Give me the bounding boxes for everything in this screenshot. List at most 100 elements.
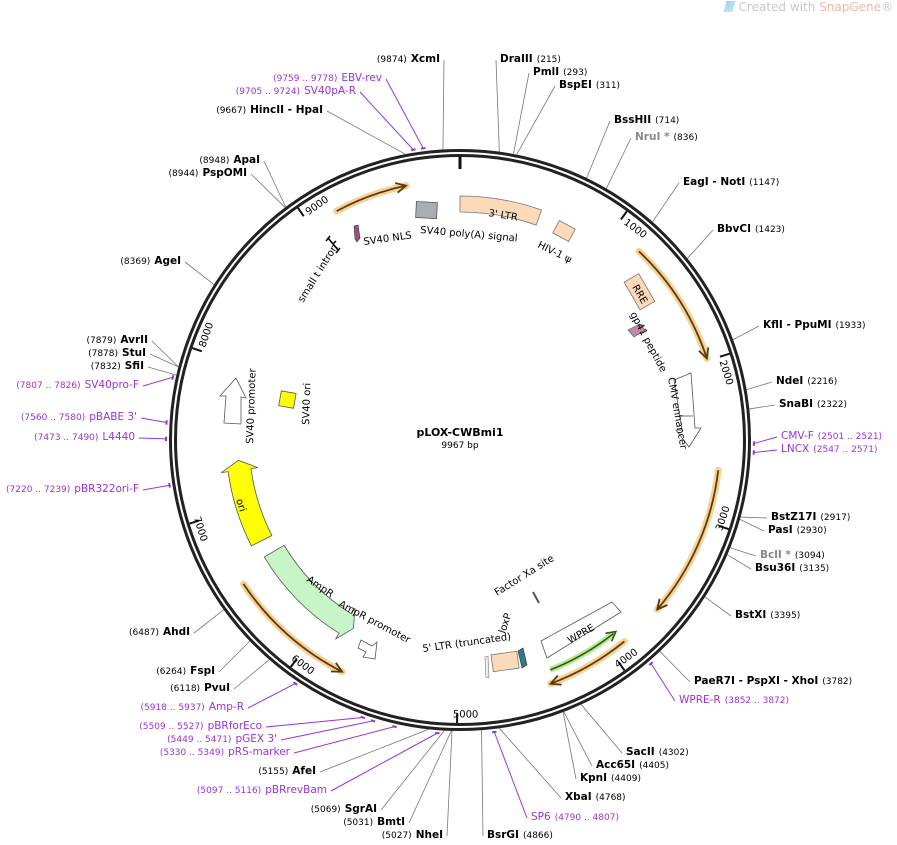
site-label-nrui[interactable]: NruI *(836) [635, 131, 702, 145]
label-position: (311) [595, 81, 621, 91]
label-position: (4790 .. 4807) [554, 813, 619, 823]
leader-line [493, 731, 528, 819]
site-label-afei[interactable]: (5155)AfeI [254, 765, 316, 779]
tick-mark [719, 352, 730, 358]
site-label-bsrgi[interactable]: BsrGI(4866) [487, 829, 557, 843]
site-label-pasi[interactable]: PasI(2930) [768, 524, 831, 538]
leader-line [184, 261, 215, 285]
feature-small-t-intron[interactable]: small t intron [296, 235, 341, 305]
label-name: PspOMI [202, 167, 247, 179]
feature-sv40-promoter[interactable]: SV40 promoter [219, 367, 259, 444]
leader-line [193, 609, 224, 634]
label-name: HincII - HpaI [250, 104, 323, 116]
feature-rre[interactable]: RRE [623, 273, 656, 311]
site-label-ahdi[interactable]: (6487)AhdI [125, 626, 190, 640]
primer-label-sp6[interactable]: SP6(4790 .. 4807) [531, 811, 623, 825]
site-label-acc65i[interactable]: Acc65I(4405) [596, 759, 673, 773]
plasmid-name: pLOX-CWBmi1 [416, 426, 504, 439]
site-label-bbvci[interactable]: BbvCI(1423) [717, 223, 789, 237]
primer-binding-mark [648, 661, 654, 666]
primer-label-wprer[interactable]: WPRE-R(3852 .. 3872) [679, 694, 793, 708]
tick-label: 9000 [304, 194, 331, 218]
label-name: pBABE 3' [89, 411, 137, 423]
site-label-sfii[interactable]: (7832)SfiI [87, 360, 144, 374]
label-name: AvrII [120, 334, 148, 346]
site-label-bsshii[interactable]: BssHII(714) [614, 114, 683, 128]
site-label-bspei[interactable]: BspEI(311) [559, 79, 624, 93]
primer-label-pbrrevbam[interactable]: (5097 .. 5116)pBRrevBam [193, 784, 327, 798]
site-label-bstxi[interactable]: BstXI(3395) [735, 609, 804, 623]
site-label-snabi[interactable]: SnaBI(2322) [779, 398, 851, 412]
site-label-bcli[interactable]: BclI *(3094) [760, 549, 829, 563]
site-label-ndei[interactable]: NdeI(2216) [776, 375, 841, 389]
primer-label-prsmarker[interactable]: (5330 .. 5349)pRS-marker [156, 746, 290, 760]
site-label-hincii[interactable]: (9667)HincII - HpaI [212, 104, 323, 118]
site-label-bsu36i[interactable]: Bsu36I(3135) [755, 562, 833, 576]
tick-label: 5000 [453, 709, 479, 720]
label-name: AhdI [162, 626, 190, 638]
site-label-avrii[interactable]: (7879)AvrII [82, 334, 148, 348]
site-label-pmli[interactable]: PmlI(293) [533, 66, 591, 80]
site-label-kfli[interactable]: KflI - PpuMI(1933) [763, 319, 869, 333]
site-label-pspomi[interactable]: (8944)PspOMI [165, 167, 248, 181]
leader-line [151, 340, 179, 368]
leader-line [580, 704, 623, 754]
site-label-draiii[interactable]: DraIII(215) [500, 53, 565, 67]
site-label-xbai[interactable]: XbaI(4768) [565, 791, 630, 805]
feature-cmv-enhancer[interactable]: CMV enhancer [665, 372, 702, 451]
site-label-pvui[interactable]: (6118)PvuI [166, 682, 230, 696]
primer-label-pbr322orif[interactable]: (7220 .. 7239)pBR322ori-F [2, 483, 139, 497]
site-label-bstz17i[interactable]: BstZ17I(2917) [771, 511, 854, 525]
site-label-bmti[interactable]: (5031)BmtI [339, 816, 405, 830]
label-position: (8369) [120, 257, 151, 267]
plasmid-size: 9967 bp [441, 441, 479, 451]
leader-line [293, 726, 395, 754]
site-label-sacii[interactable]: SacII(4302) [626, 746, 693, 760]
primer-label-pgex[interactable]: (5449 .. 5471)pGEX 3' [163, 733, 277, 747]
label-name: Bsu36I [755, 562, 796, 574]
site-label-agei[interactable]: (8369)AgeI [116, 255, 181, 269]
tick-mark [297, 207, 305, 217]
site-label-paer7i[interactable]: PaeR7I - PspXI - XhoI(3782) [694, 675, 856, 689]
site-label-kpni[interactable]: KpnI(4409) [580, 772, 645, 786]
feature-sv40-nls[interactable]: SV40 NLS [353, 224, 412, 248]
feature-ori[interactable]: ori [221, 459, 273, 547]
site-label-nhei[interactable]: (5027)NheI [378, 829, 443, 843]
orf-arrowhead-icon [548, 674, 562, 686]
label-position: (5069) [310, 805, 341, 815]
feature-hiv-psi[interactable]: HIV-1 ψ [536, 220, 576, 266]
label-position: (4866) [522, 831, 553, 841]
feature-sv40-ori[interactable]: SV40 ori [278, 383, 314, 425]
primer-label-sv40prof[interactable]: (7807 .. 7826)SV40pro-F [12, 379, 139, 393]
site-label-stui[interactable]: (7878)StuI [84, 347, 146, 361]
leader-line [687, 229, 714, 259]
label-position: (5509 .. 5527) [139, 722, 204, 732]
leader-line [513, 72, 530, 155]
leader-line [138, 437, 167, 440]
tick-mark [192, 347, 203, 353]
feature-3-ltr[interactable]: 3' LTR [459, 195, 542, 226]
label-name: SV40pro-F [84, 379, 139, 391]
primer-label-ampr[interactable]: (5918 .. 5937)Amp-R [137, 701, 244, 715]
feature-gp41-peptide[interactable]: gp41 peptide [627, 310, 668, 374]
site-label-apai[interactable]: (8948)ApaI [195, 154, 260, 168]
site-label-eagi[interactable]: EagI - NotI(1147) [683, 176, 783, 190]
site-label-fspi[interactable]: (6264)FspI [152, 665, 215, 679]
feature-factor-xa-site[interactable]: Factor Xa site [493, 553, 557, 604]
leader-line [446, 730, 453, 837]
site-label-xcmi[interactable]: (9874)XcmI [373, 53, 440, 67]
primer-label-l4440[interactable]: (7473 .. 7490)L4440 [30, 431, 135, 445]
tick-mark [718, 525, 729, 531]
primer-label-pbabe[interactable]: (7560 .. 7580)pBABE 3' [17, 411, 137, 425]
site-label-sgrai[interactable]: (5069)SgrAI [307, 803, 377, 817]
orf-arc [638, 250, 708, 359]
primer-label-lncx[interactable]: LNCX(2547 .. 2571) [781, 443, 882, 457]
primer-label-cmvf[interactable]: CMV-F(2501 .. 2521) [781, 430, 886, 444]
label-position: (5918 .. 5937) [140, 703, 205, 713]
label-position: (3852 .. 3872) [724, 696, 790, 706]
feature-5-ltr-truncated[interactable]: 5' LTR (truncated) [422, 632, 520, 679]
primer-label-ebvrev[interactable]: (9759 .. 9778)EBV-rev [269, 72, 382, 86]
primer-label-sv40par[interactable]: (9705 .. 9724)SV40pA-R [232, 85, 356, 99]
svg-text:SV40 ori: SV40 ori [301, 383, 313, 425]
primer-label-pbrforeco[interactable]: (5509 .. 5527)pBRforEco [135, 720, 262, 734]
